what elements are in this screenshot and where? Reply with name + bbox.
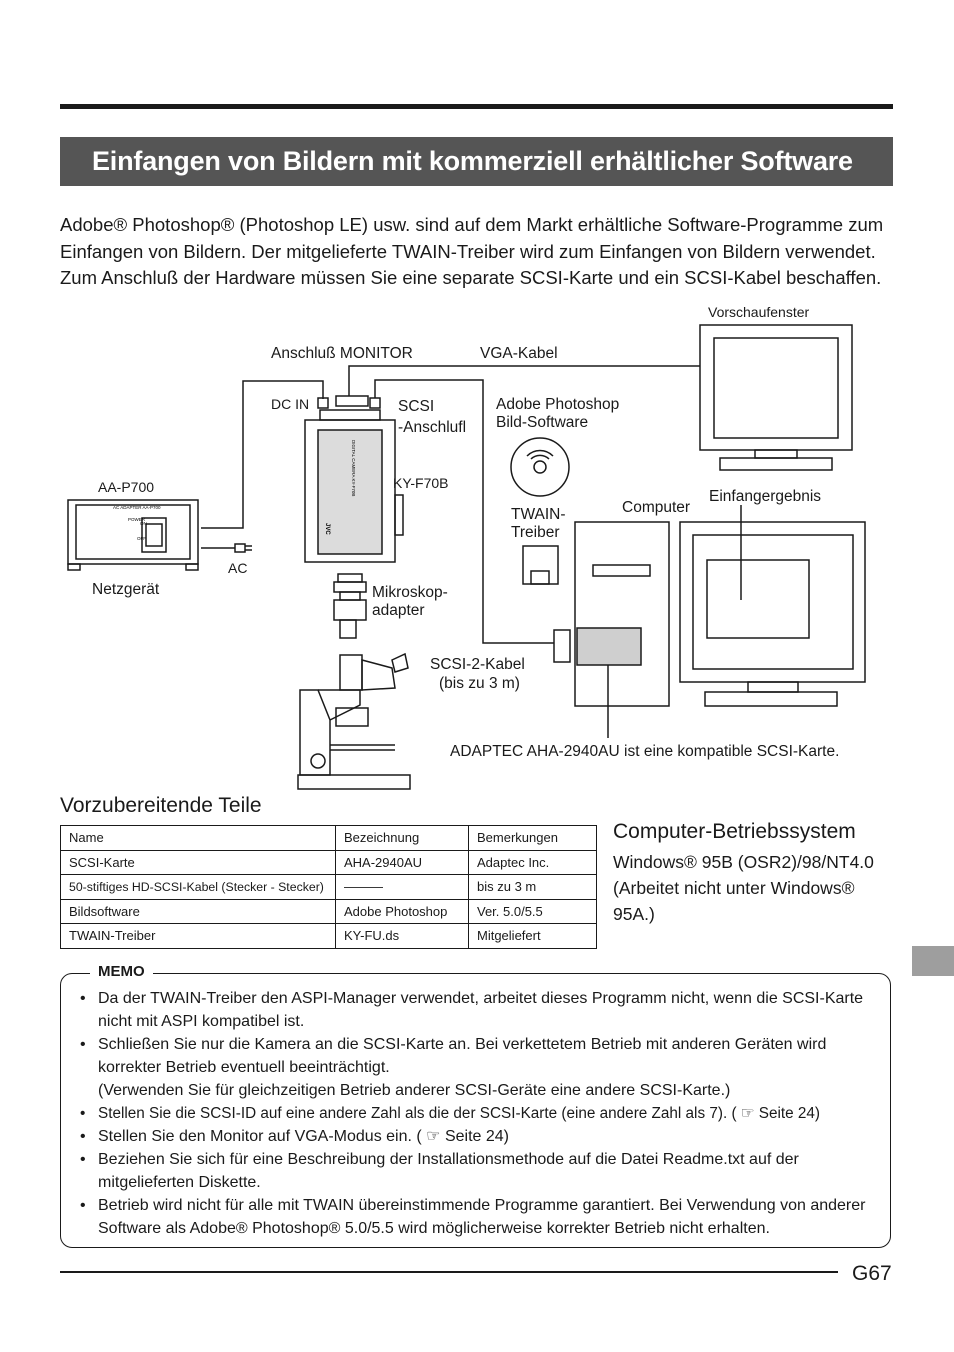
on-text: ON [140, 521, 147, 526]
microscope [297, 652, 411, 790]
os-line: Windows® 95B (OSR2)/98/NT4.0 [613, 852, 874, 872]
preview-monitor [699, 324, 853, 471]
computer-tower [553, 521, 670, 738]
label-anschluss-monitor: Anschluß MONITOR [271, 345, 413, 362]
table-cell: Adobe Photoshop [335, 898, 469, 924]
label-scsi2-kabel-2: (bis zu 3 m) [439, 675, 520, 692]
label-adaptec-note: ADAPTEC AHA-2940AU ist eine kompatible S… [450, 743, 840, 760]
memo-label: MEMO [90, 963, 153, 980]
ac-adapter [67, 499, 252, 571]
table-header-cell: Bezeichnung [335, 825, 469, 851]
memo-box [60, 973, 891, 1248]
memo-item-note: (Verwenden Sie für gleichzeitigen Betrie… [98, 1082, 731, 1099]
label-twain-1: TWAIN- [511, 506, 566, 523]
top-rule [60, 104, 893, 109]
label-mikroskop-1: Mikroskop- [372, 584, 448, 601]
page-number: G67 [852, 1262, 892, 1285]
label-aa-p700: AA-P700 [98, 479, 155, 495]
title-bar: Einfangen von Bildern mit kommerziell er… [60, 137, 893, 186]
table-row: SCSI-Karte AHA-2940AU Adaptec Inc. [60, 849, 597, 875]
table-cell: KY-FU.ds [335, 923, 469, 949]
capture-monitor [679, 505, 866, 707]
label-scsi-2: -Anschlufl [398, 419, 467, 436]
os-line: 95A.) [613, 904, 655, 924]
table-cell: Mitgeliefert [468, 923, 597, 949]
label-photoshop-1: Adobe Photoshop [496, 396, 620, 413]
label-ky-f70b: KY-F70B [393, 475, 449, 491]
table-row: TWAIN-Treiber KY-FU.ds Mitgeliefert [60, 923, 597, 949]
label-vga-kabel: VGA-Kabel [480, 345, 558, 362]
memo-item: Beziehen Sie sich für eine Beschreibung … [76, 1148, 881, 1194]
memo-item: Schließen Sie nur die Kamera an die SCSI… [76, 1033, 881, 1102]
table-row: Bildsoftware Adobe Photoshop Ver. 5.0/5.… [60, 898, 597, 924]
scsi-cable [374, 379, 554, 644]
memo-item: Da der TWAIN-Treiber den ASPI-Manager ve… [76, 987, 881, 1033]
table-cell: 50-stiftiges HD-SCSI-Kabel (Stecker - St… [60, 874, 336, 900]
table-cell: AHA-2940AU [335, 849, 469, 875]
vga-cable [348, 365, 700, 396]
camera-text: DIGITAL CAMERA KY-F70B [351, 440, 356, 496]
adapter-panel-text: AC ADAPTER AA-P700 [113, 505, 161, 510]
memo-item: Stellen Sie den Monitor auf VGA-Modus ei… [76, 1125, 881, 1148]
table-cell: bis zu 3 m [468, 874, 597, 900]
label-ac: AC [228, 560, 248, 576]
os-requirements: Windows® 95B (OSR2)/98/NT4.0 (Arbeitet n… [613, 849, 903, 927]
table-header-cell: Bemerkungen [468, 825, 597, 851]
camera-body [304, 395, 404, 563]
os-heading: Computer-Betriebssystem [613, 820, 856, 843]
floppy-disk [522, 545, 559, 585]
page-title: Einfangen von Bildern mit kommerziell er… [92, 146, 853, 176]
memo-item: Stellen Sie die SCSI-ID auf eine andere … [76, 1102, 881, 1125]
label-dc-in: DC IN [271, 396, 310, 412]
table-row: 50-stiftiges HD-SCSI-Kabel (Stecker - St… [60, 874, 597, 900]
table-cell: Bildsoftware [60, 898, 336, 924]
side-tab [912, 946, 954, 976]
label-vorschaufenster: Vorschaufenster [708, 304, 810, 320]
label-scsi-1: SCSI [398, 398, 435, 415]
table-cell: Ver. 5.0/5.5 [468, 898, 597, 924]
dc-cable [201, 380, 324, 529]
power-text: POWER [128, 517, 146, 522]
table-cell: SCSI-Karte [60, 849, 336, 875]
intro-paragraph: Adobe® Photoshop® (Photoshop LE) usw. si… [60, 214, 884, 288]
bottom-rule [60, 1271, 838, 1273]
label-einfangergebnis: Einfangergebnis [709, 488, 822, 505]
table-cell: Adaptec Inc. [468, 849, 597, 875]
label-netzgeraet: Netzgerät [92, 581, 160, 598]
table-cell: ——— [335, 874, 469, 900]
label-computer: Computer [622, 499, 691, 516]
label-photoshop-2: Bild-Software [496, 414, 589, 431]
off-text: OFF [137, 536, 146, 541]
microscope-adapter [333, 573, 367, 639]
table-header-cell: Name [60, 825, 336, 851]
table-header-row: Name Bezeichnung Bemerkungen [60, 825, 597, 851]
cd-disc [510, 437, 570, 497]
os-line: (Arbeitet nicht unter Windows® [613, 878, 855, 898]
parts-heading: Vorzubereitende Teile [60, 794, 262, 817]
table-cell: TWAIN-Treiber [60, 923, 336, 949]
label-scsi2-kabel-1: SCSI-2-Kabel [430, 656, 525, 673]
camera-logo-text: JVC [324, 523, 330, 535]
label-twain-2: Treiber [511, 524, 560, 541]
parts-table: Name Bezeichnung Bemerkungen SCSI-Karte … [60, 825, 597, 949]
memo-item-text: Schließen Sie nur die Kamera an die SCSI… [98, 1036, 827, 1076]
label-mikroskop-2: adapter [372, 602, 425, 619]
memo-list: Da der TWAIN-Treiber den ASPI-Manager ve… [76, 987, 881, 1240]
memo-item: Betrieb wird nicht für alle mit TWAIN üb… [76, 1194, 881, 1240]
connection-diagram: AC ADAPTER AA-P700 POWER ON OFF DIGITAL … [67, 324, 866, 790]
